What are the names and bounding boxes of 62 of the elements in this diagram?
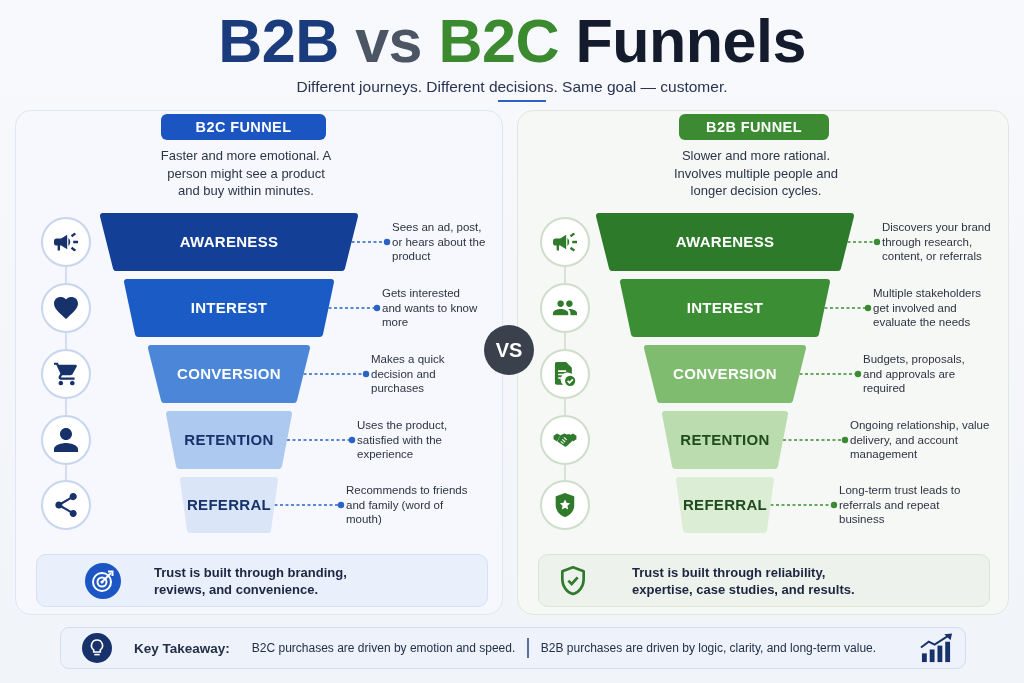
connector-line [564,398,566,416]
note-text: Trust is built through branding, reviews, and convenience. [154,563,348,598]
section-heading: B2C FUNNEL [161,114,326,140]
funnel-stage: INTEREST [620,279,830,337]
funnel-stage: CONVERSION [148,345,310,403]
connector-line [564,332,566,350]
icon-circle [540,480,590,530]
description-text: Sees an ad, post, or hears about the product [392,220,492,264]
leader-line [782,436,849,444]
takeaway-heading: Key Takeaway: [134,640,230,656]
icon-circle [540,283,590,333]
leader-line [823,304,872,312]
leader-line [286,436,356,444]
icon-circle [41,480,91,530]
leader-line [350,238,391,246]
funnel-stage: INTEREST [124,279,334,337]
description-text: Multiple stakeholders get involved and evaluate the needs [873,286,999,330]
leader-line [302,370,370,378]
connector-line [65,332,67,350]
connector-line [65,464,67,481]
section-heading: B2B FUNNEL [679,114,829,140]
icon-circle [540,349,590,399]
description-text: Recommends to friends and family (word of mouth) [346,483,468,527]
description-text: Gets interested and wants to know more [382,286,482,330]
description-text: Discovers your brand through research, content, or referrals [882,220,1000,264]
trust-note [36,554,488,607]
leader-line [327,304,381,312]
icon-circle [41,283,91,333]
funnel-stage: AWARENESS [596,213,854,271]
panel-description: Faster and more emotional. A person might see a product and buy within minutes. [159,147,333,200]
description-text: Ongoing relationship, value delivery, and account management [850,418,992,462]
takeaway-text: B2B purchases are driven by logic, clarity, and long-term value. [540,641,877,655]
title-text: B2B vs B2C Funnels [218,7,806,75]
icon-circle [540,415,590,465]
connector-line [564,266,566,284]
description-text: Uses the product, satisfied with the experience [357,418,475,462]
leader-line [798,370,862,378]
connector-line [65,398,67,416]
leader-line [769,501,838,509]
funnel-stage: RETENTION [166,411,292,469]
takeaway-text: B2C purchases are driven by emotion and speed. [251,641,516,655]
funnel-stage: AWARENESS [100,213,358,271]
subtitle-text: Different journeys. Different decisions. Same goal — customer. [296,77,728,97]
leader-line [846,238,881,246]
icon-circle [540,217,590,267]
icon-circle [41,217,91,267]
funnel-stage: REFERRAL [180,477,278,533]
takeaway-bar [60,627,966,669]
description-text: Makes a quick decision and purchases [371,352,466,396]
connector-line [65,266,67,284]
funnel-stage: REFERRAL [676,477,774,533]
description-text: Budgets, proposals, and approvals are required [863,352,981,396]
description-text: Long-term trust leads to referrals and repeat business [839,483,969,527]
funnel-stage: RETENTION [662,411,788,469]
icon-circle [41,415,91,465]
note-text: Trust is built through reliability, expertise, case studies, and results. [632,563,856,598]
trust-note [538,554,990,607]
panel-description: Slower and more rational. Involves multiple people and longer decision cycles. [672,147,840,200]
funnel-stage: CONVERSION [644,345,806,403]
icon-circle [41,349,91,399]
leader-line [273,501,345,509]
connector-line [564,464,566,481]
